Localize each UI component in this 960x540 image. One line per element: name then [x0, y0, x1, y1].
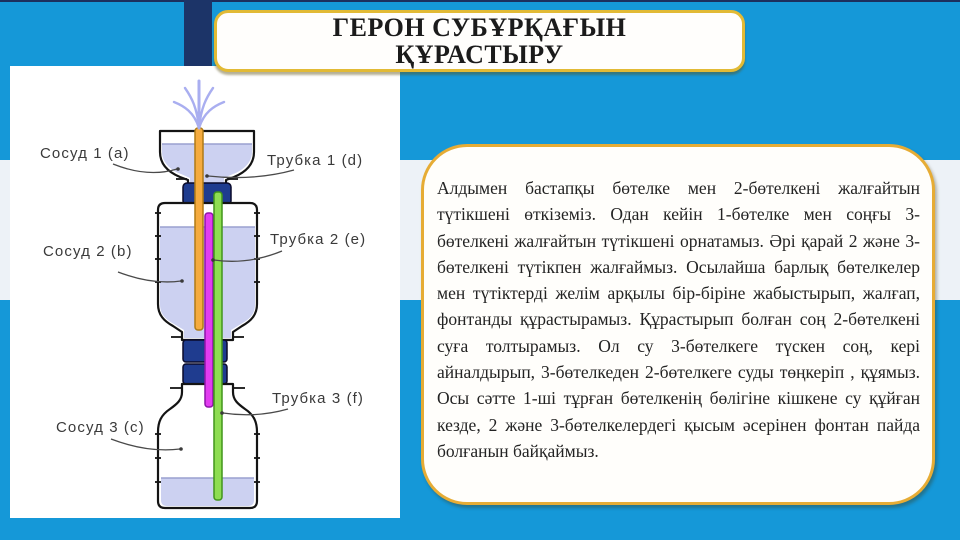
tube-1-orange: [194, 127, 204, 331]
leader-lines: [110, 163, 295, 451]
slide-title-box: ГЕРОН СУБҰРҚАҒЫН ҚҰРАСТЫРУ: [214, 10, 745, 72]
vessel-1-water: [162, 144, 252, 183]
vessel-3-water: [161, 478, 254, 506]
label-vessel-1: Сосуд 1 (a): [40, 145, 130, 162]
label-tube-2: Трубка 2 (e): [270, 231, 366, 248]
label-tube-1: Трубка 1 (d): [267, 152, 363, 169]
label-tube-3: Трубка 3 (f): [272, 390, 364, 407]
tube-2-magenta: [204, 212, 214, 408]
label-vessel-2: Сосуд 2 (b): [43, 243, 133, 260]
slide-title-line-1: ГЕРОН СУБҰРҚАҒЫН: [332, 13, 627, 42]
description-box: Алдымен бастапқы бөтелке мен 2-бөтелкені…: [421, 144, 935, 505]
vessel-3-ribs: [155, 433, 260, 483]
description-text: Алдымен бастапқы бөтелке мен 2-бөтелкені…: [437, 178, 920, 461]
leader-dots: [176, 167, 224, 451]
top-accent-line: [0, 0, 960, 2]
heron-fountain-diagram: Сосуд 1 (a) Трубка 1 (d) Сосуд 2 (b) Тру…: [10, 66, 400, 518]
fountain-spray: [172, 79, 226, 130]
slide-title-line-2: ҚҰРАСТЫРУ: [395, 40, 564, 69]
vessel-3-bottle: [156, 382, 259, 510]
label-vessel-3: Сосуд 3 (c): [56, 419, 145, 436]
tube-3-green: [213, 191, 223, 501]
cap-1: [182, 182, 232, 206]
diagram-svg: Сосуд 1 (a) Трубка 1 (d) Сосуд 2 (b) Тру…: [40, 79, 366, 510]
